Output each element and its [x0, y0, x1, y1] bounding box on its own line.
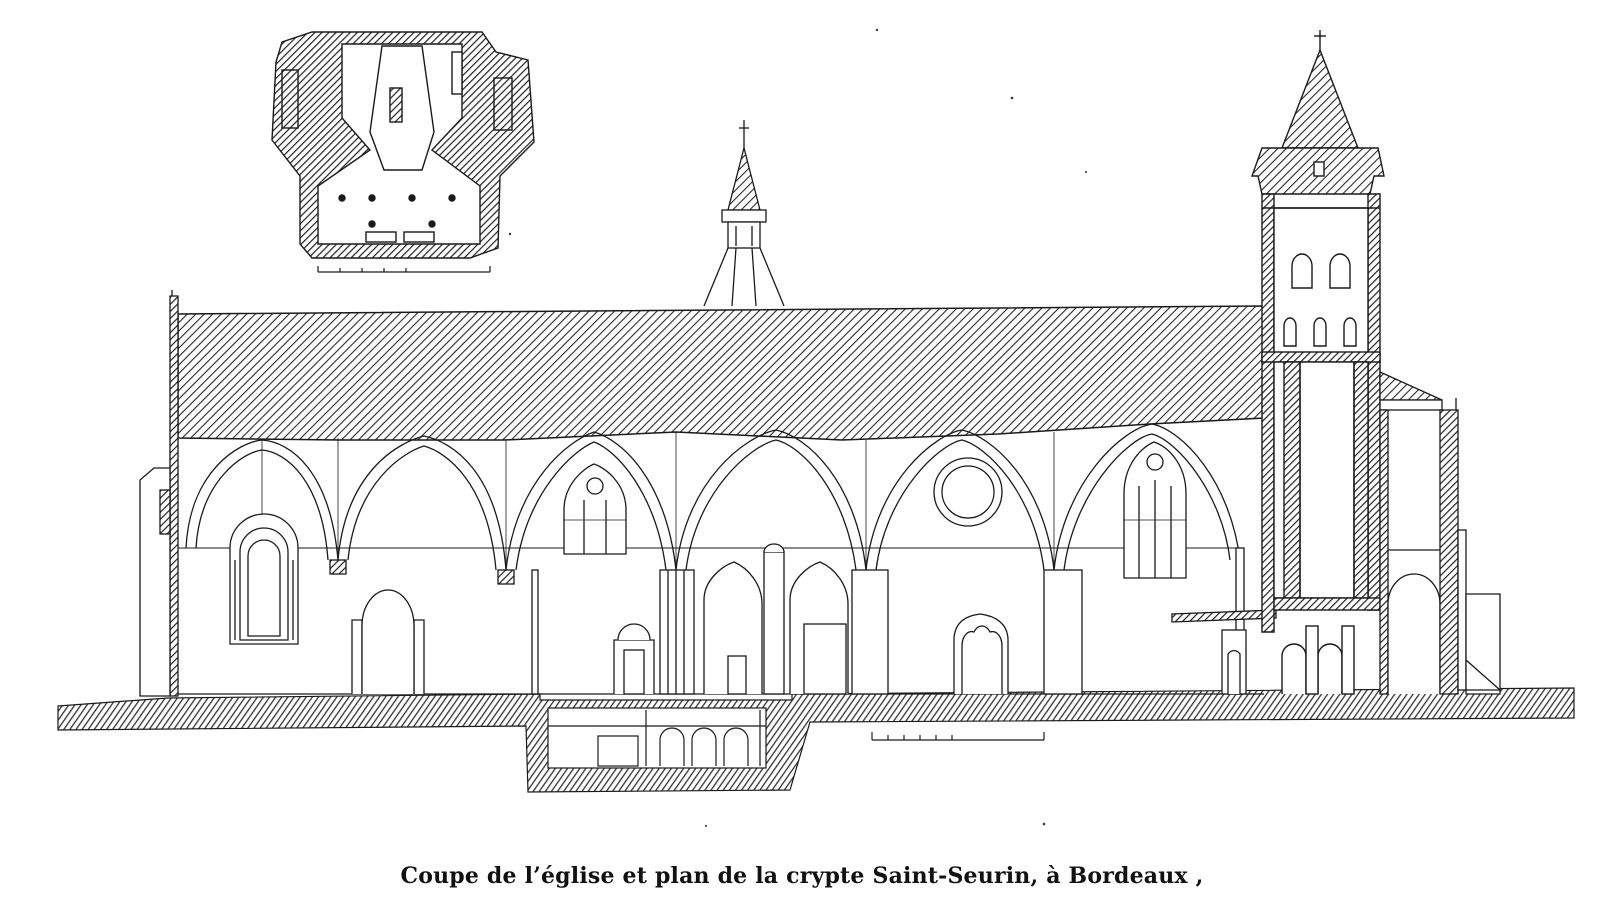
vault-rib	[337, 435, 507, 571]
crypt-plan-chapel-left	[281, 69, 299, 129]
section-scale-bar	[871, 732, 1045, 741]
crypt-plan-column	[448, 194, 456, 202]
crypt-plan-tomb	[389, 87, 403, 123]
figure-caption: Coupe de l’église et plan de la crypte S…	[0, 863, 1604, 889]
vault-rib	[685, 439, 857, 571]
caption-place: , à Bordeaux ,	[1030, 863, 1204, 889]
crypt-plan-column	[368, 220, 376, 228]
round-arch-doorway	[351, 589, 425, 694]
crypt-plan-chapel-right	[493, 77, 513, 131]
west-wall	[169, 295, 179, 697]
nave-roof	[177, 305, 1265, 441]
vault-rib	[675, 429, 867, 571]
trefoil-doorway	[953, 613, 1009, 694]
crypt-plan-scale-bar	[317, 266, 491, 273]
east-roof	[1379, 370, 1443, 401]
ground-foundation	[57, 687, 1575, 793]
caption-main: Coupe de l’église et plan de la crypte	[400, 863, 865, 889]
oculus-window	[933, 457, 1003, 527]
pier	[659, 569, 695, 695]
nave-section	[139, 290, 1277, 697]
pier	[531, 569, 539, 695]
vault-rib	[865, 429, 1055, 571]
crypt-plan-column	[368, 194, 376, 202]
vault-rib	[1053, 423, 1241, 571]
caption-name: Saint-Seurin	[872, 863, 1031, 889]
pier	[1043, 569, 1083, 695]
east-end	[1379, 370, 1501, 695]
tribune	[1171, 609, 1277, 695]
crypt-section	[547, 707, 767, 769]
crypt-plan-niche	[451, 51, 463, 95]
lantern-spire	[703, 120, 785, 307]
gothic-window	[563, 463, 627, 555]
crypt-plan-column	[428, 220, 436, 228]
print-specks	[508, 28, 1087, 827]
tracery-window	[1123, 441, 1187, 579]
pier	[851, 569, 889, 695]
vault-rib	[875, 439, 1045, 571]
corbel	[497, 569, 515, 585]
tower-spire	[1280, 48, 1360, 149]
corbel	[329, 559, 347, 575]
tower-wall-left	[1261, 193, 1275, 633]
tower-wall-right	[1367, 193, 1381, 611]
bell-tower	[1251, 30, 1385, 695]
romanesque-window	[229, 513, 299, 645]
vault-rib	[505, 431, 677, 571]
crypt-plan-sarcophagus	[403, 231, 435, 243]
crypt-plan-column	[338, 194, 346, 202]
east-annex	[1465, 593, 1501, 695]
side-doorway	[613, 623, 655, 695]
crypt-plan-sarcophagus	[365, 231, 397, 243]
crypt-plan-column	[408, 194, 416, 202]
vault-rib	[515, 441, 667, 571]
vault-rib	[1063, 433, 1231, 571]
vault-rib	[347, 445, 497, 571]
chapel-arches	[703, 543, 849, 695]
crypt-plan	[271, 31, 535, 273]
